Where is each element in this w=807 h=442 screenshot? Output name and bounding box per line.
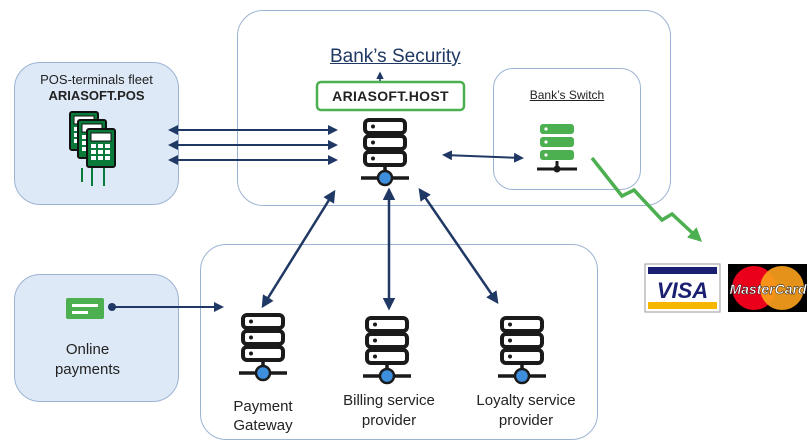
loyalty-provider-label: Loyalty service provider <box>464 391 588 431</box>
online-payments-line2: payments <box>54 361 121 378</box>
switch-card-network-link <box>590 156 703 242</box>
visa-logo: VISA <box>644 263 721 313</box>
svg-text:VISA: VISA <box>657 278 708 303</box>
online-payments-line1: Online <box>65 341 110 358</box>
billing-provider-label: Billing service provider <box>329 391 449 431</box>
online-payments-label: Online payments <box>40 340 135 380</box>
billing-server-icon <box>361 316 413 385</box>
payment-gateway-server-icon <box>237 313 289 382</box>
billing-provider-line1: Billing service <box>343 392 435 409</box>
loyalty-provider-line2: provider <box>498 412 554 429</box>
online-payments-panel <box>14 274 179 402</box>
pos-brand-label: ARIASOFT.POS <box>48 88 145 103</box>
payment-gateway-line1: Payment <box>233 398 293 415</box>
loyalty-server-icon <box>496 316 548 385</box>
host-gateway-arrow <box>261 189 336 309</box>
billing-provider-line2: provider <box>361 412 417 429</box>
loyalty-provider-line1: Loyalty service <box>476 392 576 409</box>
online-payments-icon <box>66 298 104 319</box>
ariasoft-host-box <box>315 80 466 112</box>
host-loyalty-arrow <box>418 187 499 305</box>
pos-terminals-icon <box>69 111 116 186</box>
switch-server-icon <box>535 122 579 174</box>
bank-switch-title: Bank’s Switch <box>529 88 605 102</box>
host-switch-arrow <box>442 150 524 163</box>
mastercard-logo: MasterCard <box>728 264 807 312</box>
svg-text:MasterCard: MasterCard <box>729 281 806 297</box>
pos-fleet-title: POS-terminals fleet <box>40 72 153 87</box>
bank-security-title: Bank’s Security <box>330 46 461 67</box>
payment-gateway-line2: Gateway <box>233 417 293 434</box>
payment-gateway-label: Payment Gateway <box>213 397 313 435</box>
host-server-icon <box>359 118 411 187</box>
ariasoft-host-label: ARIASOFT.HOST <box>332 88 449 104</box>
